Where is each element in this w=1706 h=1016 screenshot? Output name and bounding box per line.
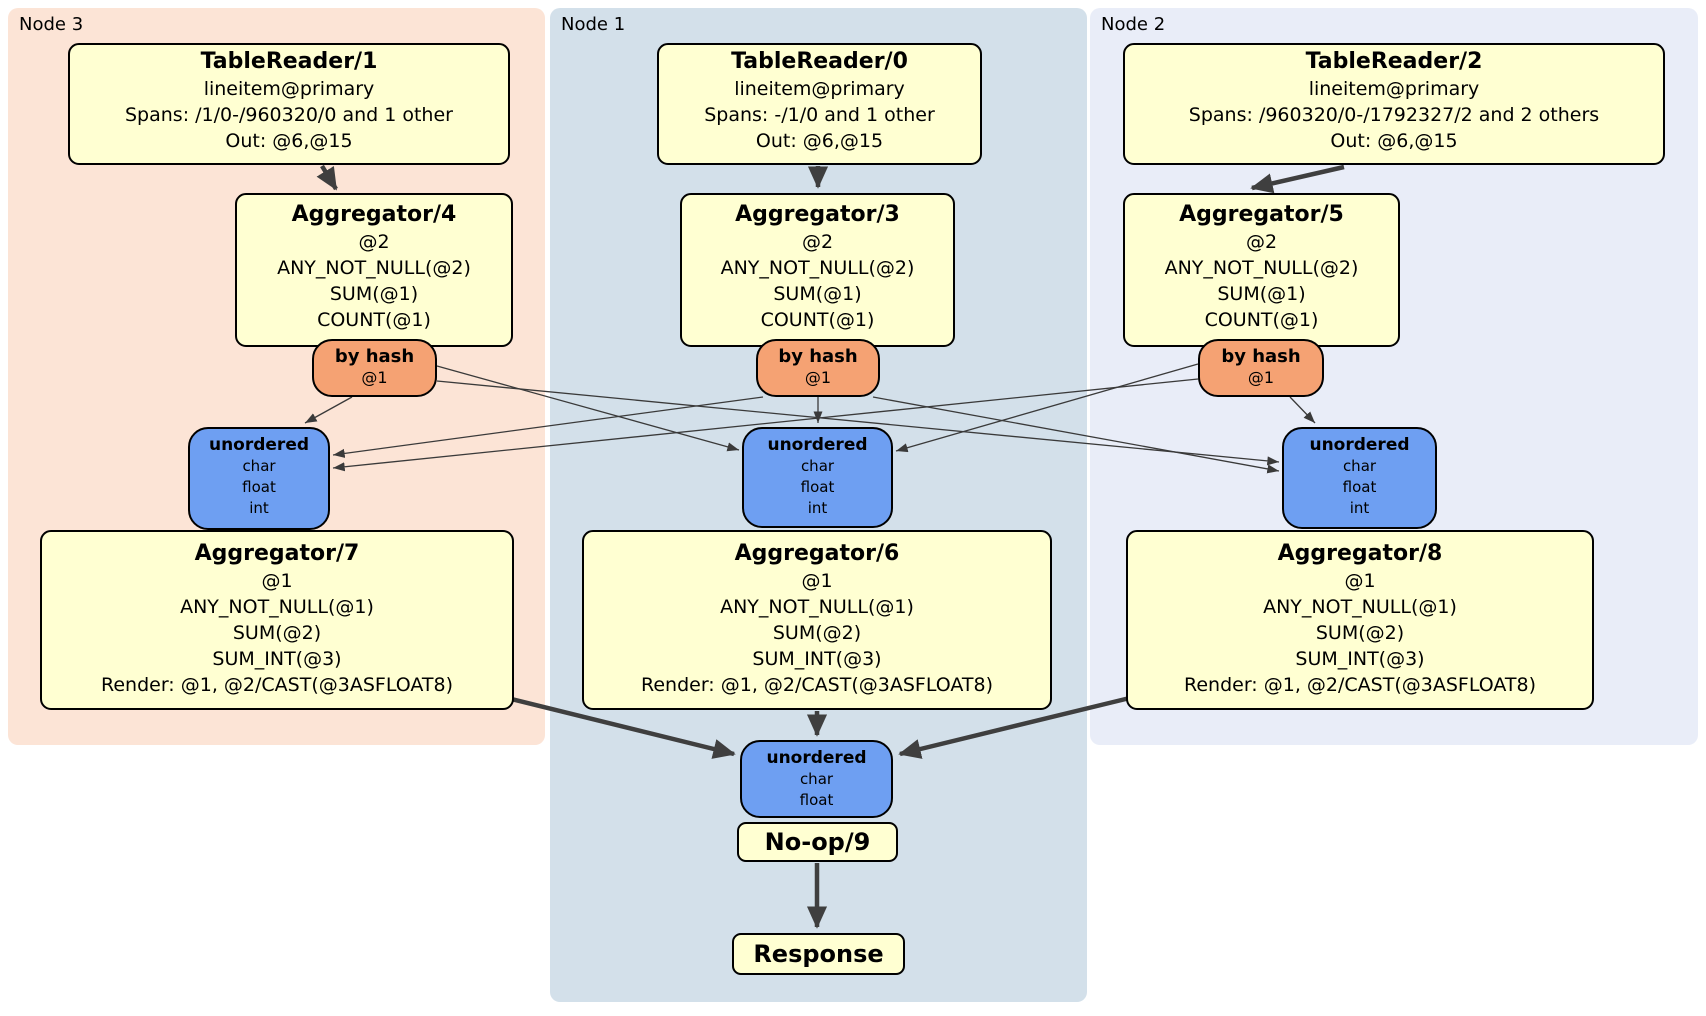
aggregator-5-group: @2 [1245, 231, 1278, 253]
unordered-sync-node3: unordered char float int [188, 427, 330, 530]
unordered-sync-node2: unordered char float int [1282, 427, 1437, 529]
tablereader-1-index: lineitem@primary [203, 78, 375, 100]
aggregator-5-fn2: SUM(@1) [1217, 283, 1306, 305]
tablereader-0-title: TableReader/0 [731, 49, 908, 74]
aggregator-7-title: Aggregator/7 [194, 541, 360, 566]
aggregator-3-fn2: SUM(@1) [773, 283, 862, 305]
unordered-sync-node2-title: unordered [1309, 435, 1410, 455]
aggregator-6-fn2: SUM(@2) [772, 622, 862, 644]
tablereader-2: TableReader/2 lineitem@primary Spans: /9… [1123, 43, 1665, 165]
unordered-sync-node3-col2: float [242, 478, 276, 496]
unordered-sync-node1-col2: float [800, 478, 835, 496]
node3-label: Node 3 [19, 14, 84, 35]
aggregator-3: Aggregator/3 @2 ANY_NOT_NULL(@2) SUM(@1)… [680, 193, 955, 347]
aggregator-6-title: Aggregator/6 [734, 541, 900, 566]
node1-label: Node 1 [561, 14, 626, 35]
aggregator-5-fn3: COUNT(@1) [1204, 309, 1319, 331]
aggregator-7: Aggregator/7 @1 ANY_NOT_NULL(@1) SUM(@2)… [40, 530, 514, 710]
tablereader-2-index: lineitem@primary [1308, 78, 1480, 100]
aggregator-5-title: Aggregator/5 [1179, 202, 1344, 227]
unordered-sync-node1-col3: int [807, 499, 828, 517]
unordered-sync-node1: unordered char float int [742, 427, 893, 528]
tablereader-0-spans: Spans: -/1/0 and 1 other [704, 104, 935, 126]
aggregator-8-fn2: SUM(@2) [1315, 622, 1405, 644]
tablereader-2-spans: Spans: /960320/0-/1792327/2 and 2 others [1188, 104, 1600, 126]
unordered-sync-node1-title: unordered [767, 435, 868, 455]
node2-label: Node 2 [1101, 14, 1166, 35]
tablereader-0-out: Out: @6,@15 [755, 130, 884, 152]
noop-9: No-op/9 [737, 822, 898, 862]
aggregator-7-fn2: SUM(@2) [232, 622, 322, 644]
tablereader-1-spans: Spans: /1/0-/960320/0 and 1 other [125, 104, 453, 126]
tablereader-1: TableReader/1 lineitem@primary Spans: /1… [68, 43, 510, 165]
aggregator-6-fn1: ANY_NOT_NULL(@1) [720, 596, 914, 618]
aggregator-8: Aggregator/8 @1 ANY_NOT_NULL(@1) SUM(@2)… [1126, 530, 1594, 710]
aggregator-3-group: @2 [801, 231, 834, 253]
aggregator-4-fn1: ANY_NOT_NULL(@2) [277, 257, 471, 279]
aggregator-7-render: Render: @1, @2/CAST(@3ASFLOAT8) [101, 674, 453, 696]
aggregator-8-title: Aggregator/8 [1277, 541, 1443, 566]
unordered-sync-final-title: unordered [766, 748, 867, 768]
hash-router-node1: by hash @1 [756, 339, 880, 397]
hash-router-node3: by hash @1 [312, 339, 437, 397]
aggregator-4-title: Aggregator/4 [291, 202, 457, 227]
aggregator-5: Aggregator/5 @2 ANY_NOT_NULL(@2) SUM(@1)… [1123, 193, 1400, 347]
unordered-sync-final: unordered char float [740, 740, 893, 818]
unordered-sync-final-col2: float [799, 791, 834, 809]
hash-router-node3-key: @1 [361, 368, 388, 387]
noop-9-title: No-op/9 [764, 828, 871, 856]
tablereader-1-title: TableReader/1 [200, 49, 378, 74]
aggregator-4-fn2: SUM(@1) [329, 283, 419, 305]
unordered-sync-node3-title: unordered [208, 435, 310, 455]
tablereader-2-out: Out: @6,@15 [1330, 130, 1458, 152]
aggregator-8-fn3: SUM_INT(@3) [1295, 648, 1425, 670]
hash-router-node1-title: by hash [778, 346, 858, 367]
aggregator-6-group: @1 [801, 570, 833, 592]
unordered-sync-node2-col1: char [1342, 457, 1377, 475]
aggregator-8-fn1: ANY_NOT_NULL(@1) [1263, 596, 1457, 618]
aggregator-7-fn3: SUM_INT(@3) [212, 648, 342, 670]
unordered-sync-node1-col1: char [800, 457, 835, 475]
tablereader-1-out: Out: @6,@15 [225, 130, 353, 152]
aggregator-4: Aggregator/4 @2 ANY_NOT_NULL(@2) SUM(@1)… [235, 193, 513, 347]
tablereader-0-index: lineitem@primary [734, 78, 905, 100]
aggregator-6-fn3: SUM_INT(@3) [752, 648, 882, 670]
hash-router-node2-title: by hash [1221, 346, 1301, 367]
response: Response [732, 933, 905, 975]
unordered-sync-node3-col1: char [242, 457, 276, 475]
aggregator-7-fn1: ANY_NOT_NULL(@1) [180, 596, 374, 618]
unordered-sync-node3-col3: int [249, 499, 269, 517]
aggregator-5-fn1: ANY_NOT_NULL(@2) [1164, 257, 1359, 279]
hash-router-node1-key: @1 [804, 368, 832, 387]
aggregator-8-render: Render: @1, @2/CAST(@3ASFLOAT8) [1184, 674, 1536, 696]
unordered-sync-final-col1: char [799, 770, 834, 788]
tablereader-2-title: TableReader/2 [1305, 49, 1483, 74]
unordered-sync-node2-col3: int [1349, 499, 1370, 517]
aggregator-8-group: @1 [1344, 570, 1376, 592]
aggregator-3-fn1: ANY_NOT_NULL(@2) [720, 257, 915, 279]
hash-router-node2: by hash @1 [1198, 339, 1324, 397]
unordered-sync-node2-col2: float [1342, 478, 1377, 496]
hash-router-node2-key: @1 [1247, 368, 1275, 387]
aggregator-4-fn3: COUNT(@1) [317, 309, 431, 331]
response-title: Response [753, 940, 884, 968]
aggregator-7-group: @1 [261, 570, 293, 592]
aggregator-3-title: Aggregator/3 [735, 202, 900, 227]
tablereader-0: TableReader/0 lineitem@primary Spans: -/… [657, 43, 982, 165]
aggregator-4-group: @2 [358, 231, 390, 253]
aggregator-3-fn3: COUNT(@1) [760, 309, 875, 331]
hash-router-node3-title: by hash [334, 346, 415, 367]
aggregator-6-render: Render: @1, @2/CAST(@3ASFLOAT8) [641, 674, 993, 696]
aggregator-6: Aggregator/6 @1 ANY_NOT_NULL(@1) SUM(@2)… [582, 530, 1052, 710]
